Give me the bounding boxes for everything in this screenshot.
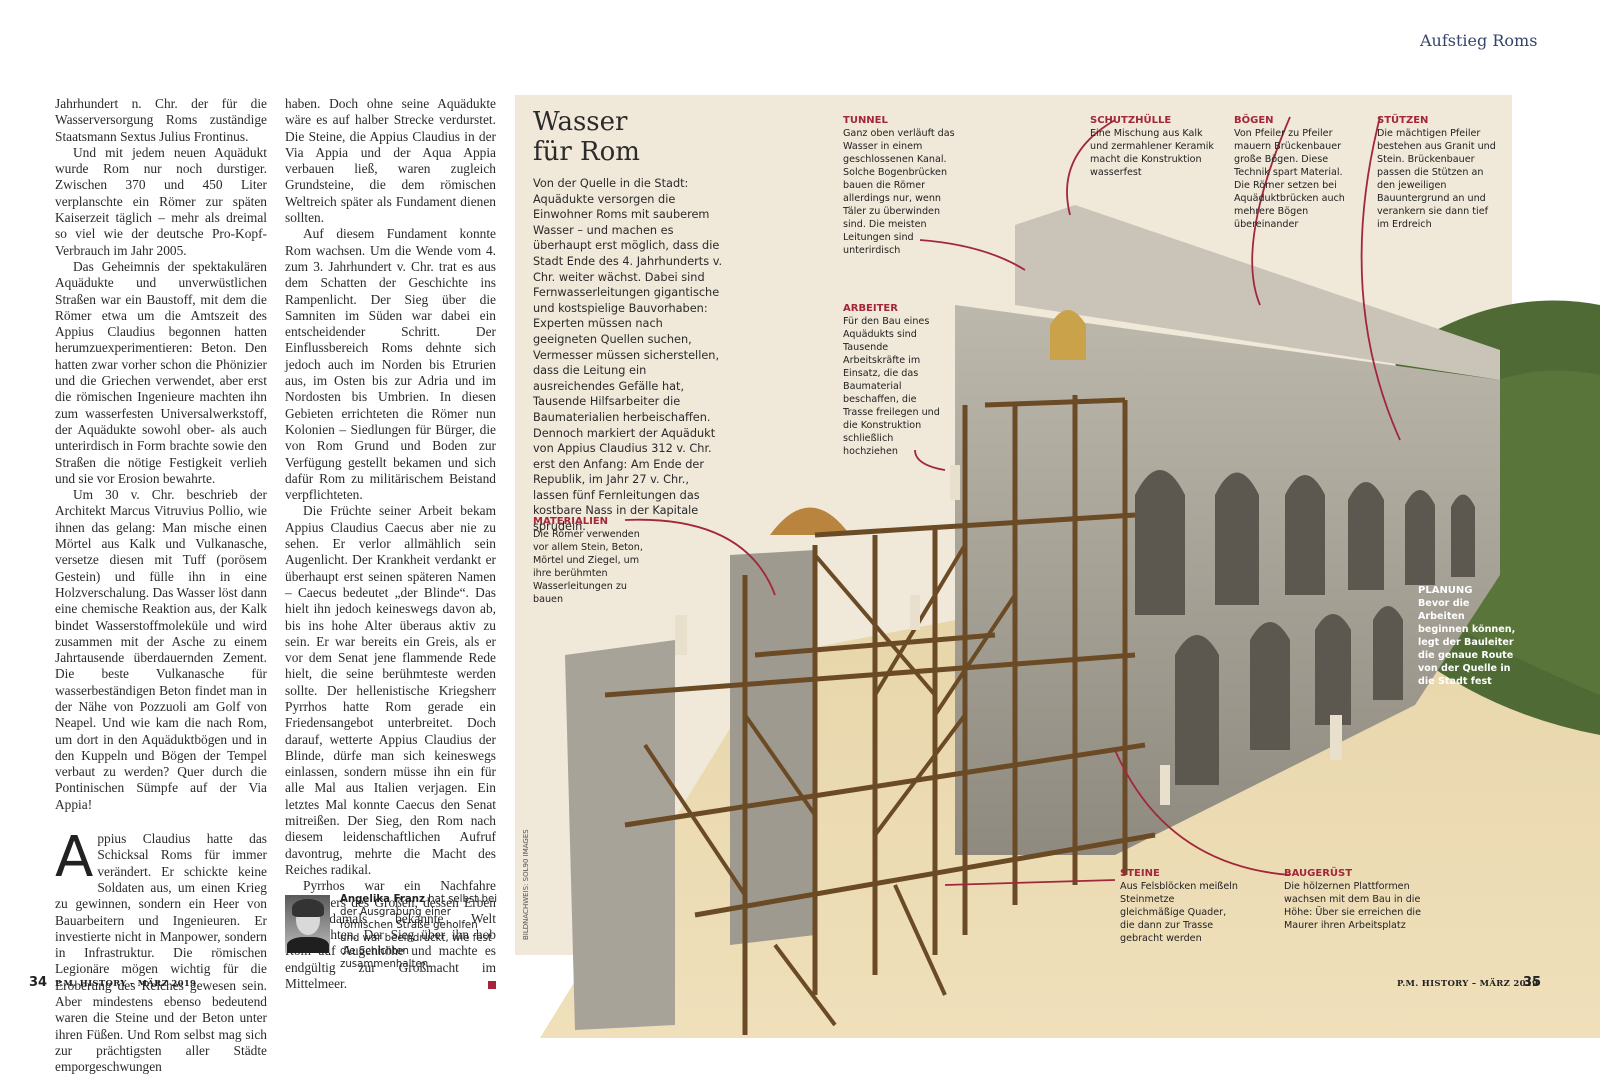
label-title: BAUGERÜST bbox=[1284, 868, 1353, 879]
label-stuetzen: STÜTZEN Die mächtigen Pfeiler bestehen au… bbox=[1377, 114, 1499, 231]
callout-lines bbox=[624, 116, 1401, 886]
paragraph: haben. Doch ohne seine Aquädukte wäre es… bbox=[285, 96, 496, 226]
section-header: Aufstieg Roms bbox=[1420, 31, 1538, 50]
label-text: Eine Mischung aus Kalk und zermahlener K… bbox=[1090, 128, 1214, 178]
paragraph: Die Früchte seiner Arbeit bekam Appius C… bbox=[285, 503, 496, 877]
label-tunnel: TUNNEL Ganz oben verläuft das Wasser in e… bbox=[843, 114, 963, 257]
label-text: Von Pfeiler zu Pfeiler mauern Brückenbau… bbox=[1234, 128, 1345, 230]
article-column-2: haben. Doch ohne seine Aquädukte wäre es… bbox=[285, 96, 496, 992]
label-text: Die mächtigen Pfeiler bestehen aus Grani… bbox=[1377, 128, 1496, 230]
label-schutzhuelle: SCHUTZHÜLLE Eine Mischung aus Kalk und ze… bbox=[1090, 114, 1215, 179]
workers bbox=[675, 465, 1342, 805]
author-bio: Angelika Franz hat selbst bei der Ausgra… bbox=[340, 893, 500, 971]
aqueduct-illustration bbox=[540, 116, 1600, 1038]
title-line-1: Wasser bbox=[533, 107, 628, 137]
paragraph: Um 30 v. Chr. beschrieb der Architekt Ma… bbox=[55, 487, 267, 812]
paragraph: Pyrrhos war ein Nachfahre Alexanders des… bbox=[285, 878, 496, 992]
magazine-footer-right: P.M. HISTORY – MÄRZ 2019 bbox=[1397, 979, 1539, 989]
label-text: Bevor die Arbeiten beginnen können, legt… bbox=[1418, 598, 1516, 687]
page-number-left: 34 bbox=[29, 975, 48, 990]
label-title: BÖGEN bbox=[1234, 115, 1274, 126]
paragraph: Auf diesem Fundament konnte Rom wachsen.… bbox=[285, 226, 496, 503]
end-mark bbox=[488, 981, 496, 990]
label-planung: PLANUNG Bevor die Arbeiten beginnen könne… bbox=[1418, 584, 1518, 688]
title-line-2: für Rom bbox=[533, 137, 640, 167]
stone-pier-left bbox=[565, 640, 675, 1030]
author-photo bbox=[285, 895, 330, 953]
label-title: SCHUTZHÜLLE bbox=[1090, 115, 1172, 126]
label-title: ARBEITER bbox=[843, 303, 898, 314]
drop-cap: A bbox=[55, 825, 94, 891]
aqueduct-top bbox=[1015, 205, 1500, 380]
magazine-footer-left: P.M. HISTORY – MÄRZ 2019 bbox=[55, 979, 197, 989]
label-text: Ganz oben verläuft das Wasser in einem g… bbox=[843, 128, 955, 256]
wooden-centering bbox=[770, 507, 850, 535]
image-credit: BILDNACHWEIS: SOL90 IMAGES bbox=[522, 829, 530, 940]
author-name: Angelika Franz bbox=[340, 894, 425, 905]
paragraph-text: Pyrrhos war ein Nachfahre Alexanders des… bbox=[285, 878, 496, 992]
aqueduct-arches bbox=[1050, 310, 1475, 785]
author-bio-text: hat selbst bei der Ausgrabung einer römi… bbox=[340, 894, 498, 970]
label-boegen: BÖGEN Von Pfeiler zu Pfeiler mauern Brück… bbox=[1234, 114, 1354, 231]
article-column-1: Jahrhundert n. Chr. der für die Wasserve… bbox=[55, 96, 267, 1076]
page-number-right: 35 bbox=[1523, 975, 1542, 990]
scaffolding bbox=[604, 395, 1156, 1035]
label-title: PLANUNG bbox=[1418, 585, 1473, 596]
stone-pier-middle bbox=[730, 550, 815, 945]
infographic-intro: Von der Quelle in die Stadt: Aquädukte v… bbox=[533, 177, 723, 534]
label-title: TUNNEL bbox=[843, 115, 888, 126]
label-text: Für den Bau eines Aquädukts sind Tausend… bbox=[843, 316, 940, 457]
label-title: STEINE bbox=[1120, 868, 1160, 879]
label-materialien: MATERIALIEN Die Römer verwenden vor allem… bbox=[533, 515, 648, 606]
label-text: Aus Felsblöcken meißeln Steinmetze gleic… bbox=[1120, 881, 1239, 944]
label-title: MATERIALIEN bbox=[533, 516, 609, 527]
label-text: Die hölzernen Plattformen wachsen mit de… bbox=[1284, 881, 1421, 931]
paragraph: Das Geheimnis der spektakulären Aquädukt… bbox=[55, 258, 267, 486]
label-steine: STEINE Aus Felsblöcken meißeln Steinmetze… bbox=[1120, 867, 1240, 945]
label-baugeruest: BAUGERÜST Die hölzernen Plattformen wachs… bbox=[1284, 867, 1434, 932]
label-title: STÜTZEN bbox=[1377, 115, 1429, 126]
paragraph: Und mit jedem neuen Aquädukt wurde Rom n… bbox=[55, 144, 267, 258]
paragraph: Jahrhundert n. Chr. der für die Wasserve… bbox=[55, 96, 267, 144]
label-arbeiter: ARBEITER Für den Bau eines Aquädukts sind… bbox=[843, 302, 943, 458]
label-text: Die Römer verwenden vor allem Stein, Bet… bbox=[533, 529, 643, 605]
